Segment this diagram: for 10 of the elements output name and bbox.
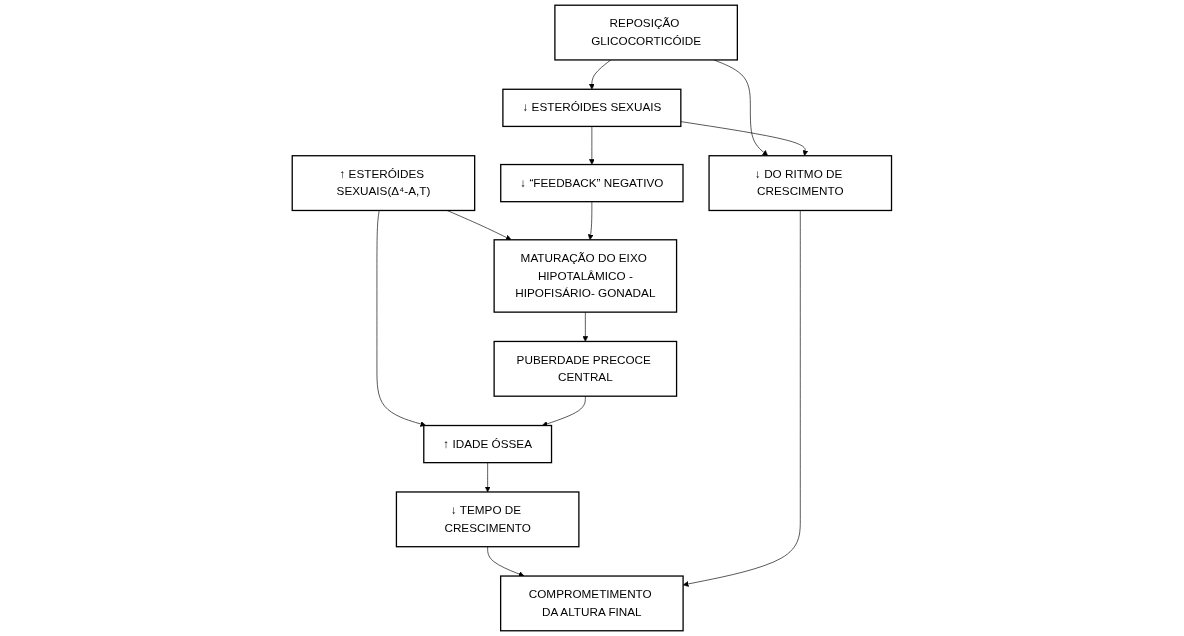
node-box: MATURAÇÃO DO EIXO HIPOTALÂMICO -HIPOFISÁRIO- GONADAL <box>493 239 678 313</box>
node-box: ↓ TEMPO DE CRESCIMENTO <box>395 491 580 548</box>
node-box: ↑ ESTERÓIDES SEXUAIS(Δ⁴-A,T) <box>291 155 476 212</box>
node-box: ↓ ESTERÓIDES SEXUAIS <box>502 88 682 128</box>
node-box: ↓ DO RITMO DE CRESCIMENTO <box>708 155 893 212</box>
node-box: COMPROMETIMENTO DA ALTURA FINAL <box>500 575 684 632</box>
node-box: ↑ IDADE ÓSSEA <box>423 424 553 464</box>
node-box: REPOSIÇÃO GLICOCORTICÓIDE <box>554 4 739 61</box>
node-box: ↓ “FEEDBACK” NEGATIVO <box>500 163 684 203</box>
node-box: PUBERDADE PRECOCE CENTRAL <box>493 340 678 397</box>
